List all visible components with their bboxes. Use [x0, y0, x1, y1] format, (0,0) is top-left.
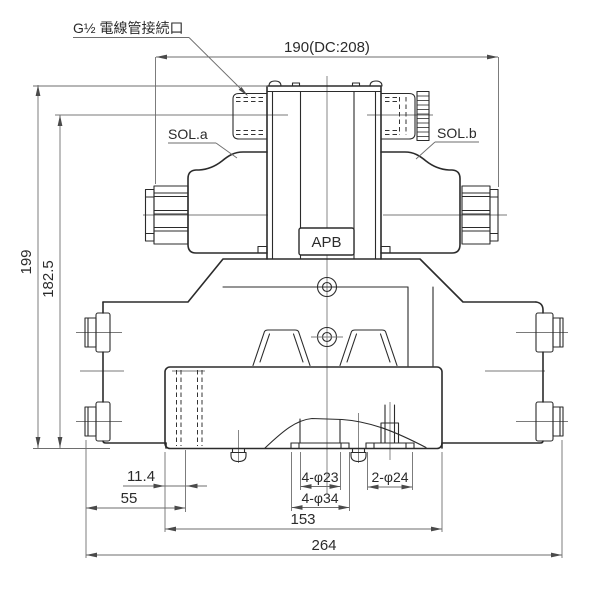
coil-b-tab: [380, 245, 391, 254]
nameplate-label: APB: [311, 234, 341, 251]
dim-f24-arrow-right: [401, 484, 413, 490]
upper-body-top-edge: [102, 258, 537, 303]
right-upper-bolt-head: [552, 317, 564, 348]
conduit-adapter: [416, 90, 430, 142]
dim-55-label: 55: [121, 490, 138, 507]
centerlines: [55, 76, 568, 494]
dim-190-label: 190(DC:208): [284, 39, 370, 56]
dim-153-arrow-right: [431, 526, 442, 532]
left-upper-bolt-head: [84, 317, 97, 348]
dim-199-arrow-bottom: [35, 437, 41, 448]
coil-b-outline: [380, 151, 461, 254]
dim-f34-arrow-right: [338, 505, 350, 510]
dim-264-arrow-left: [86, 552, 97, 558]
coil-a-outline: [187, 151, 268, 254]
conduit-port-left: [232, 92, 268, 140]
sol-b-label: SOL.b: [437, 125, 477, 141]
dim-264-arrow-right: [551, 552, 562, 558]
cover-screw-flat-left: [291, 82, 301, 87]
dim-182-label: 182.5: [40, 260, 57, 298]
dim-11-label: 11.4: [127, 468, 155, 485]
dim-153-label: 153: [290, 511, 315, 528]
cover-screw-dome-left: [268, 80, 282, 87]
nameplate-plate: [298, 227, 355, 256]
conduit-leader-arrow: [238, 87, 248, 96]
dim-f34-label: 4-φ34: [301, 490, 338, 506]
nut-b-grooves: [462, 192, 490, 232]
mounting-block: [164, 366, 443, 450]
cap-a: [144, 188, 155, 242]
dim-153-arrow-left: [165, 526, 176, 532]
dim-55-arrow-left: [86, 505, 97, 511]
cap-b: [489, 188, 499, 242]
bottom-dome-curve: [264, 417, 427, 449]
dim-264-label: 264: [311, 537, 336, 554]
dim-f24-arrow-left: [367, 484, 379, 490]
dimensions: 190(DC:208) 199 182.5 11.4 55 4-φ23: [18, 39, 563, 558]
port-b-flange-tab-right: [405, 442, 415, 450]
dim-182-arrow-top: [57, 115, 63, 126]
conduit-leader: [188, 37, 248, 96]
dim-190-arrow-left: [156, 54, 167, 60]
coil-a-tab: [257, 245, 268, 254]
sol-b-leader: [415, 141, 436, 160]
dim-190-arrow-right: [487, 54, 498, 60]
boss-trap-right-inner1: [346, 333, 358, 363]
dim-f24-label: 2-φ24: [371, 469, 408, 485]
left-bottom-edge: [102, 440, 167, 444]
sol-a-leader: [215, 142, 238, 159]
right-bottom-edge: [441, 440, 544, 444]
cover-screw-dome-right: [369, 80, 383, 87]
terminal-box: [266, 85, 382, 260]
callouts: G½ 電線管接続口 SOL.a SOL.b: [73, 20, 479, 160]
dim-11-arrow-right: [186, 483, 198, 489]
port-b-flange-tab-left: [365, 442, 375, 450]
boss-trapezoid-right: [339, 329, 398, 367]
bottom-plug-left: [230, 447, 247, 463]
boss-trap-left-inner1: [259, 333, 271, 363]
dim-55-arrow-right: [174, 505, 186, 511]
dim-f23-label: 4-φ23: [301, 469, 338, 485]
solenoid-assembly: APB: [144, 80, 499, 260]
port-b-stem: [380, 422, 400, 444]
boss-trapezoid-left: [252, 329, 311, 367]
dim-182-arrow-bottom: [57, 437, 63, 448]
nut-a-grooves: [154, 192, 188, 232]
dim-f34-arrow-left: [291, 505, 303, 510]
dim-199-label: 199: [18, 249, 35, 274]
dim-f23-arrow-right: [329, 484, 341, 489]
screw-upper-outer: [316, 276, 338, 298]
conduit-label: G½ 電線管接続口: [73, 20, 183, 36]
boss-trap-left-inner2: [292, 333, 304, 363]
screw-upper-inner: [321, 281, 333, 293]
bottom-plug-mid: [350, 447, 367, 463]
right-lower-bolt-head: [552, 406, 564, 437]
sol-a-label: SOL.a: [168, 126, 208, 142]
dim-f23-arrow-left: [300, 484, 312, 489]
right-end-edge-1: [535, 301, 544, 314]
cover-screw-flat-right: [351, 82, 361, 87]
dim-11-arrow-left: [153, 483, 165, 489]
dim-199-arrow-top: [35, 85, 41, 96]
conduit-port-right: [380, 92, 416, 140]
boss-trap-right-inner2: [379, 333, 391, 363]
left-lower-bolt-head: [84, 406, 97, 437]
port-a-flange-tab-right: [340, 442, 350, 450]
conduit-adapter-ribs: [417, 95, 429, 137]
port-a-flange-tab-left: [290, 442, 300, 450]
valve-body: [84, 258, 564, 463]
